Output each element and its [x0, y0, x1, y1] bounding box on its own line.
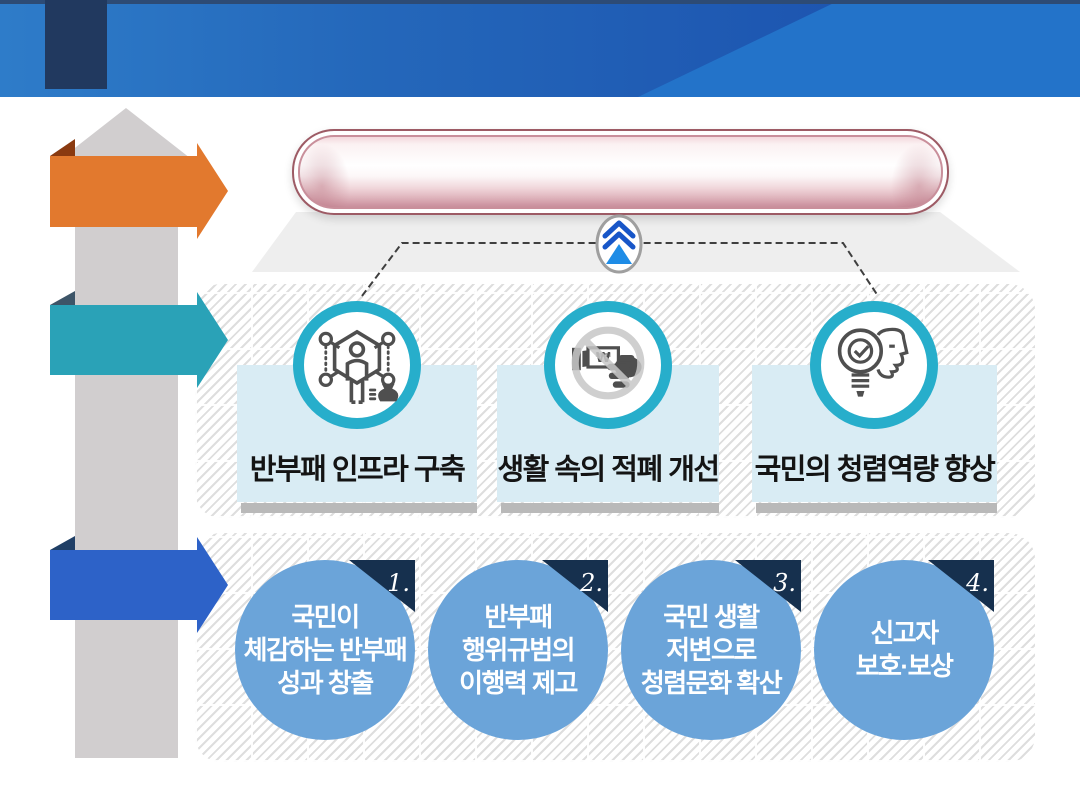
- strategy-ring: ₩: [544, 301, 672, 429]
- teal-arrow-fold: [50, 291, 75, 305]
- task-text: 신고자 보호·보상: [855, 618, 954, 681]
- task-text: 국민이 체감하는 반부패 성과 창출: [243, 601, 408, 698]
- orange-arrow: [50, 143, 228, 239]
- strategy-label: 반부패 인프라 구축: [249, 454, 466, 486]
- card-shadow: [501, 503, 719, 513]
- orange-arrow-fold: [50, 139, 75, 156]
- task-number: 1.: [387, 569, 410, 597]
- chevron-up-icon: [595, 214, 643, 274]
- strategy-label: 국민의 청렴역량 향상: [754, 454, 996, 486]
- task-circle: 국민 생활 저변으로 청렴문화 확산: [621, 560, 801, 740]
- task-number: 3.: [773, 569, 796, 597]
- header-top-strip: [0, 0, 1080, 4]
- strategy-label: 생활 속의 적폐 개선: [497, 454, 720, 486]
- header-diagonal: [638, 0, 1080, 97]
- header-bar: [0, 0, 1080, 97]
- task-circle: 국민이 체감하는 반부패 성과 창출: [235, 560, 415, 740]
- header-navy-block: [45, 0, 107, 89]
- task-text: 반부패 행위규범의 이행력 제고: [459, 601, 578, 698]
- task-circle: 신고자 보호·보상: [814, 560, 994, 740]
- task-number: 2.: [580, 569, 603, 597]
- blue-arrow-fold: [50, 536, 75, 550]
- card-shadow: [756, 503, 997, 513]
- up-arrow-shaft: [62, 108, 190, 758]
- network-person-icon: [313, 319, 401, 412]
- no-bribe-icon: ₩: [564, 319, 652, 412]
- card-shadow: [241, 503, 477, 513]
- goal-capsule: [292, 129, 949, 215]
- task-text: 국민 생활 저변으로 청렴문화 확산: [640, 601, 783, 698]
- task-circle: 반부패 행위규범의 이행력 제고: [428, 560, 608, 740]
- strategy-ring: [810, 301, 938, 429]
- task-number: 4.: [966, 569, 989, 597]
- strategy-ring: [293, 301, 421, 429]
- integrity-mind-icon: [830, 319, 918, 412]
